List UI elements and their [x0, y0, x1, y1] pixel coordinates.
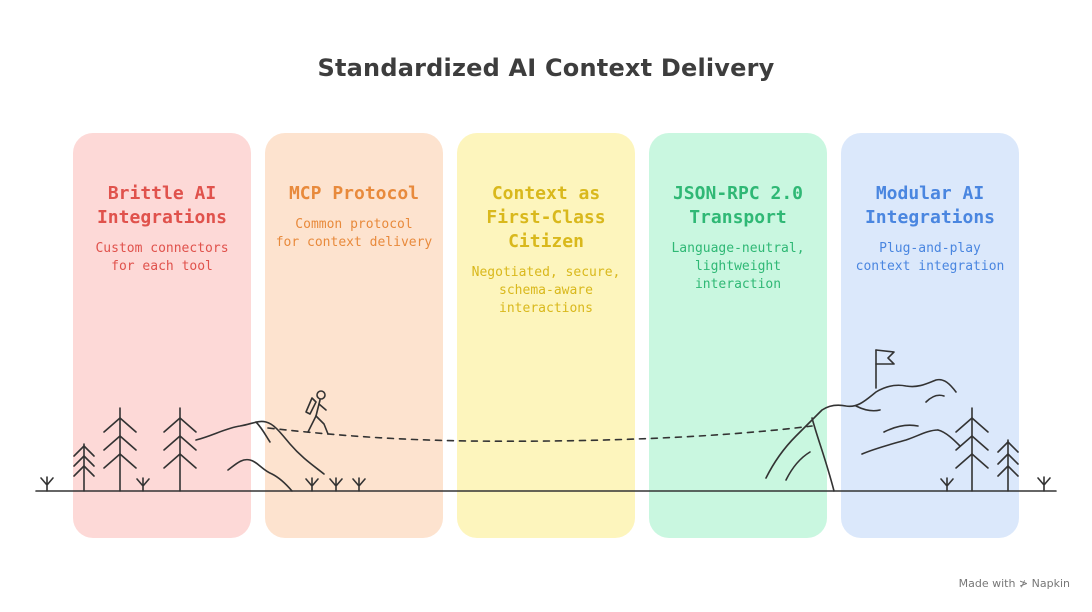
- panel-mcp-protocol: MCP Protocol Common protocol for context…: [265, 133, 443, 538]
- panel-description: Plug-and-play context integration: [855, 241, 1005, 274]
- panel-title: MCP Protocol: [288, 183, 420, 204]
- panel-title: Context as First-Class Citizen: [486, 183, 606, 252]
- panel-json-rpc-transport: JSON-RPC 2.0 Transport Language-neutral,…: [649, 133, 827, 538]
- panel-description: Common protocol for context delivery: [275, 217, 433, 250]
- panel-title: Brittle AI Integrations: [96, 183, 228, 228]
- page-title: Standardized AI Context Delivery: [317, 54, 775, 82]
- napkin-credit[interactable]: Made with ≯ Napkin: [958, 577, 1070, 590]
- panel-description: Custom connectors for each tool: [95, 241, 229, 274]
- panel-title: JSON-RPC 2.0 Transport: [672, 183, 804, 228]
- panel-title: Modular AI Integrations: [864, 183, 996, 228]
- panel-description: Negotiated, secure, schema-aware interac…: [471, 265, 621, 316]
- panel-context-first-class: Context as First-Class Citizen Negotiate…: [457, 133, 635, 538]
- panel-description: Language-neutral, lightweight interactio…: [671, 241, 805, 292]
- panel-brittle-integrations: Brittle AI Integrations Custom connector…: [73, 133, 251, 538]
- panel-modular-integrations: Modular AI Integrations Plug-and-play co…: [841, 133, 1019, 538]
